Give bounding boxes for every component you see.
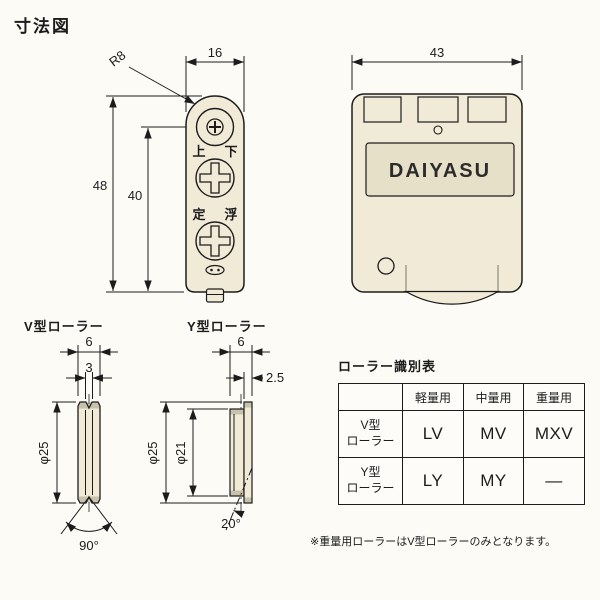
dim-16-label: 16 [208,45,222,60]
brand-plate: DAIYASU [365,142,515,197]
cell-y-heavy: — [523,457,585,505]
y-angle-label: 20° [221,516,241,531]
cell-y-medium: MY [463,457,524,505]
side-screw-hole [377,257,395,275]
row-label-v-line2: ローラー [346,434,395,448]
y-roller-title: Y型ローラー [187,319,267,334]
heavy-duty-note: ※重量用ローラーはV型ローラーのみとなります。 [310,536,557,548]
y-dim-6-label: 6 [237,334,244,349]
adjust-screw-top [195,107,235,147]
dim-40-label: 40 [128,188,142,203]
v-roller-rim-shading [79,402,100,503]
page-title: 寸法図 [14,17,71,36]
v-roller-drawing: 6 3 φ25 90° [36,334,118,553]
top-tabs [363,96,507,135]
v-dim-dia25: φ25 [36,401,76,504]
y-dia25-label: φ25 [145,442,160,465]
cell-v-heavy: MXV [523,410,585,458]
table-header-row: 軽量用 中量用 重量用 [338,383,585,411]
y-dim-2-5-label: 2.5 [266,370,284,385]
adjust-screw-middle [195,158,235,198]
roller-id-table-section: ローラー識別表 軽量用 中量用 重量用 V型ローラー LV MV MXV Y型ロ… [338,356,586,505]
table-title: ローラー識別表 [338,359,437,374]
y-roller-drawing: 6 2.5 φ25 φ21 [145,334,284,531]
header-medium-duty: 中量用 [463,383,524,411]
row-label-y-line2: ローラー [346,481,395,495]
table-row-y-type: Y型ローラー LY MY — [338,457,585,505]
row-label-y-type: Y型ローラー [338,457,403,505]
dim-43-label: 43 [430,45,444,60]
row-label-v-type: V型ローラー [338,410,403,458]
front-view-drawing: 16 R8 48 40 [93,45,245,303]
header-light-duty: 軽量用 [402,383,464,411]
dim-width-16: 16 [185,45,245,112]
mount-bolt [205,288,225,303]
v-roller-title: V型ローラー [24,319,104,334]
r8-label: R8 [106,47,128,69]
y-roller-tread [229,408,245,497]
header-heavy-duty: 重量用 [523,383,585,411]
y-dim-2-5: 2.5 [226,370,284,399]
roller-id-table: 軽量用 中量用 重量用 V型ローラー LV MV MXV Y型ローラー LY M… [338,383,585,505]
v-roller-profile [77,401,101,504]
label-down: 下 [224,144,237,159]
adjust-screw-bottom [195,221,235,261]
v-dim-6: 6 [60,334,118,396]
y-dia21-label: φ21 [173,442,188,465]
y-roller-flange [243,401,253,504]
side-view-drawing: 43 DAIYASU [351,45,523,305]
y-roller-rim-shading [230,402,252,503]
roller-arc [403,265,501,305]
dim-width-43: 43 [351,45,523,90]
oval-opening [205,264,225,276]
cell-v-light: LV [402,410,464,458]
dim-48-label: 48 [93,178,107,193]
row-label-v-line1: V型 [360,418,381,433]
y-flange-angle: 20° [221,467,253,531]
v-groove-angle: 90° [60,496,118,553]
label-float: 浮 [224,207,237,222]
table-corner-cell [338,383,403,411]
y-dim-dia25: φ25 [145,401,242,504]
cell-y-light: LY [402,457,464,505]
row-label-y-line1: Y型 [360,465,381,480]
dim-height-48: 48 [93,95,202,293]
label-fix: 定 [191,207,205,222]
y-dim-dia21: φ21 [173,408,228,497]
brand-text: DAIYASU [389,160,491,182]
v-dim-6-label: 6 [85,334,92,349]
v-dia25-label: φ25 [36,442,51,465]
label-up: 上 [192,144,205,159]
y-dim-6: 6 [212,334,270,396]
v-angle-label: 90° [79,538,99,553]
v-dim-3-label: 3 [85,360,92,375]
table-row-v-type: V型ローラー LV MV MXV [338,410,585,458]
v-dim-3: 3 [66,360,112,399]
cell-v-medium: MV [463,410,524,458]
